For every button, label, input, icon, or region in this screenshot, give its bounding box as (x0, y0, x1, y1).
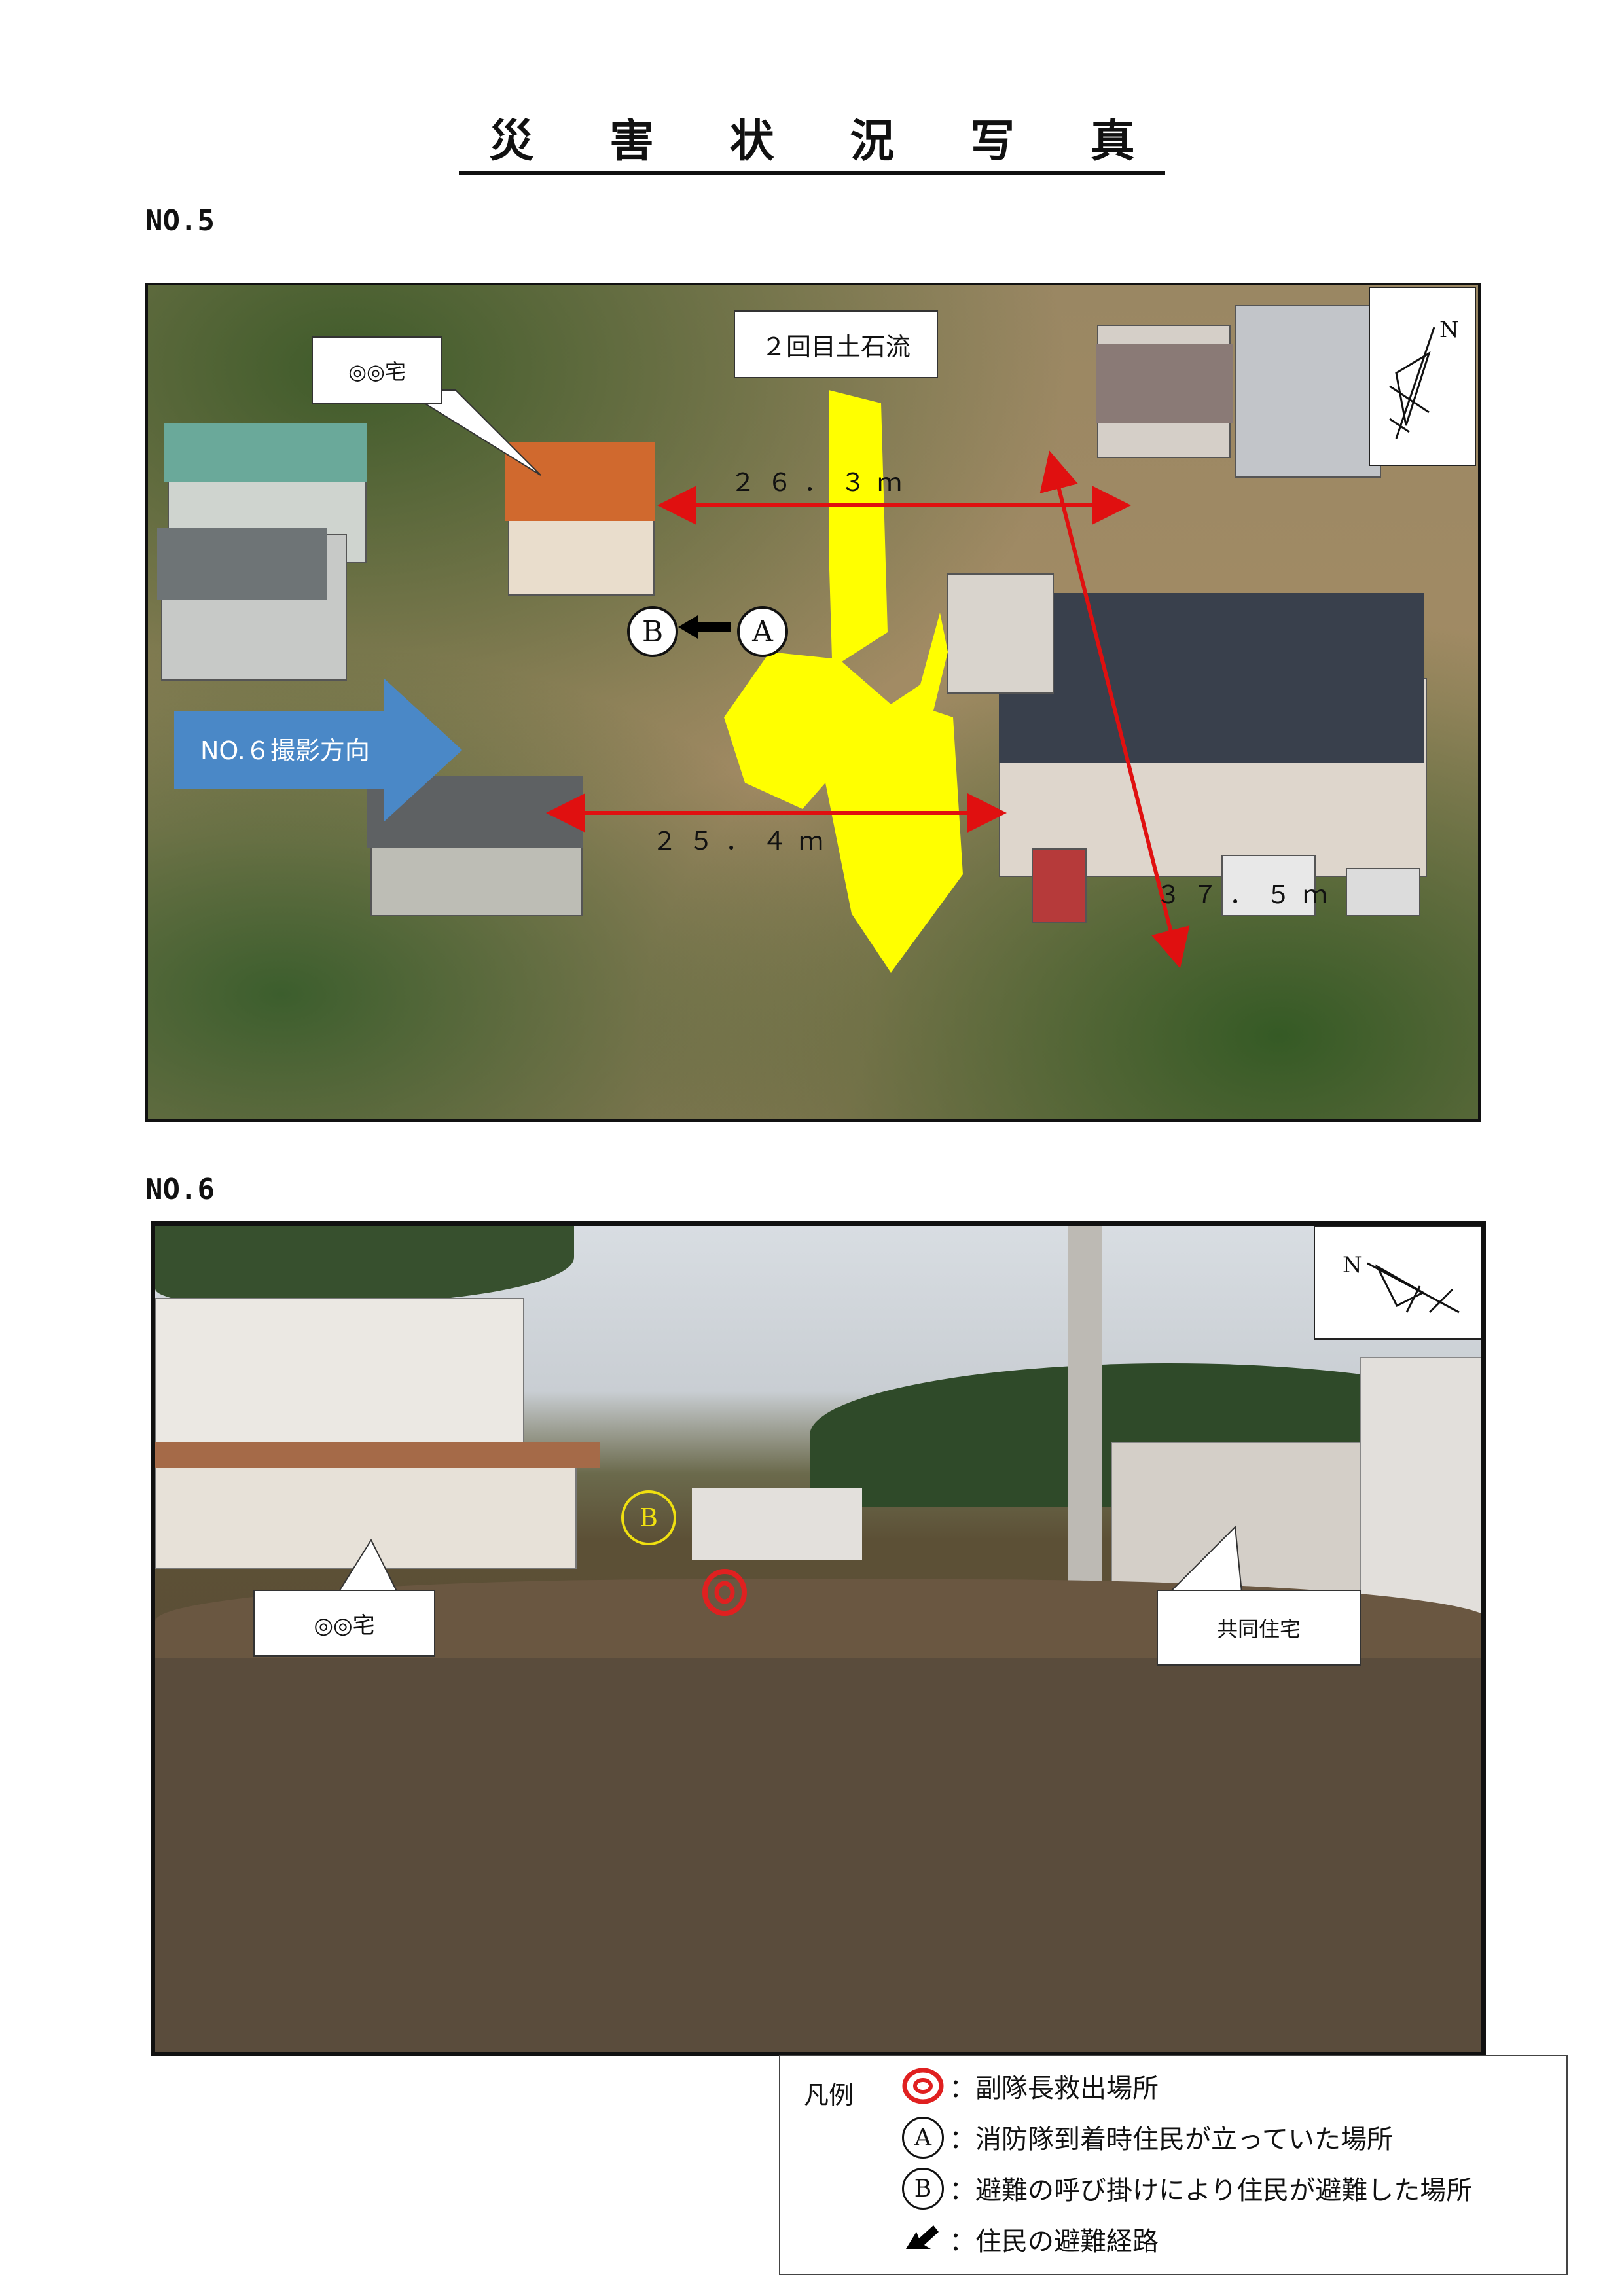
apartment-building (1111, 1442, 1375, 1608)
legend-item-a: A ：消防隊到着時住民が立っていた場所 (897, 2114, 1393, 2160)
shooting-direction-label: NO.６撮影方向 (200, 736, 370, 765)
measure-label-bottom: ２５．４ｍ (652, 827, 836, 855)
measure-label-diagonal: ３７．５ｍ (1156, 880, 1340, 909)
circle-b-icon: B (897, 2165, 949, 2211)
photo-label-no5: NO.5 (145, 204, 215, 238)
apartment-callout: 共同住宅 (1157, 1590, 1361, 1666)
photo-label-no6: NO.6 (145, 1173, 215, 1206)
shooting-direction-arrow (174, 678, 462, 822)
target-house-roof (505, 442, 655, 521)
legend-text: ：消防隊到着時住民が立っていた場所 (949, 2125, 1393, 2155)
house-roof (157, 528, 327, 600)
rescue-location-marker (702, 1569, 747, 1616)
compass-no6: N (1314, 1226, 1481, 1340)
legend-item-b: B ：避難の呼び掛けにより住民が避難した場所 (897, 2165, 1472, 2211)
aerial-photo-no5: ２６．３ｍ ２５．４ｍ ３７．５ｍ B A ◎◎宅 ２回目土石流 N NO.６撮… (145, 283, 1481, 1122)
mark-b: B (627, 606, 678, 657)
compass-n-label: N (1439, 317, 1459, 343)
legend-text: ：住民の避難経路 (949, 2227, 1159, 2257)
house-roof (1096, 344, 1233, 423)
red-double-circle-icon (897, 2063, 949, 2109)
black-arrow-icon (897, 2216, 949, 2262)
legend-title: 凡例 (804, 2081, 854, 2109)
legend-item-arrow: ：住民の避難経路 (897, 2216, 1159, 2262)
mark-b-yellow: B (621, 1490, 676, 1545)
legend: 凡例 ：副隊長救出場所 A ：消防隊到着時住民が立っていた場所 B ：避難の呼び… (779, 2055, 1568, 2275)
house-two-story (155, 1298, 524, 1451)
legend-text: ：避難の呼び掛けにより住民が避難した場所 (949, 2176, 1473, 2206)
north-arrow-icon (1367, 1262, 1460, 1314)
compass-n-label: N (1343, 1252, 1362, 1278)
measurement-arrows (546, 450, 1190, 969)
house-callout: ◎◎宅 (253, 1590, 435, 1657)
mark-a: A (737, 606, 788, 657)
distant-house (692, 1488, 862, 1560)
measure-line-diagonal (1039, 450, 1190, 969)
debris-flow-label: ２回目土石流 (734, 310, 938, 378)
page-title: 災 害 状 況 写 真 (0, 105, 1624, 175)
ground-photo-no6: N B ◎◎宅 共同住宅 (151, 1221, 1486, 2056)
legend-text: ：副隊長救出場所 (949, 2073, 1159, 2104)
compass-no5: N (1369, 287, 1476, 466)
circle-a-icon: A (897, 2114, 949, 2160)
measure-label-top: ２６．３ｍ (731, 468, 914, 497)
evacuation-arrow (678, 615, 731, 639)
mud-ground (155, 1658, 1481, 2052)
house-roof (164, 423, 367, 482)
house-roof (155, 1442, 600, 1468)
legend-item-rescue: ：副隊長救出場所 (897, 2063, 1159, 2109)
callout-tails (337, 1525, 1243, 1593)
north-arrow-icon (1389, 327, 1435, 439)
house (947, 573, 1054, 694)
vehicle (1221, 855, 1316, 916)
vehicle (1346, 868, 1420, 916)
house-callout: ◎◎宅 (312, 336, 442, 404)
